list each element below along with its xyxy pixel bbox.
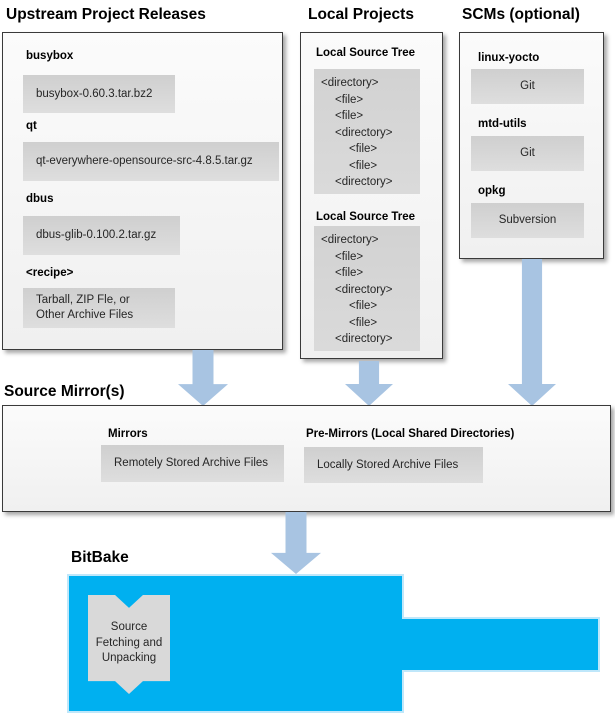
local-source-tree-box-1: <directory> <file> <file> <directory> <f… xyxy=(314,69,420,194)
local-source-tree-box-2: <directory> <file> <file> <directory> <f… xyxy=(314,226,420,351)
dbus-tarball-chip: dbus-glib-0.100.2.tar.gz xyxy=(23,216,180,255)
tree-line: <file> xyxy=(335,93,364,106)
pre-mirrors-label: Pre-Mirrors (Local Shared Directories) xyxy=(306,428,515,440)
mirrors-to-bitbake-arrow-icon xyxy=(271,512,321,574)
recipe-archive-chip: Tarball, ZIP Fle, or Other Archive Files xyxy=(23,288,175,328)
tree-line: <directory> xyxy=(335,283,393,296)
source-fetching-banner: Source Fetching and Unpacking xyxy=(88,595,170,694)
tree-line: <directory> xyxy=(335,176,393,188)
local-source-tree-label-1: Local Source Tree xyxy=(316,47,416,59)
qt-tarball-chip: qt-everywhere-opensource-src-4.8.5.tar.g… xyxy=(23,142,279,181)
busybox-tarball-chip: busybox-0.60.3.tar.bz2 xyxy=(23,75,175,113)
mtd-utils-label: mtd-utils xyxy=(478,118,527,130)
local-to-mirrors-arrow-icon xyxy=(345,361,393,406)
recipe-label: <recipe> xyxy=(26,267,74,279)
scms-to-mirrors-arrow-icon xyxy=(508,259,556,406)
dbus-label: dbus xyxy=(26,193,54,205)
scms-panel: linux-yocto Git mtd-utils Git opkg Subve… xyxy=(459,32,604,259)
bitbake-heading: BitBake xyxy=(71,549,129,566)
linux-yocto-label: linux-yocto xyxy=(478,52,540,64)
source-mirrors-heading: Source Mirror(s) xyxy=(4,383,125,400)
qt-label: qt xyxy=(26,120,37,132)
tree-line: <file> xyxy=(349,159,378,172)
tree-line: <file> xyxy=(349,316,378,329)
mirrors-chip: Remotely Stored Archive Files xyxy=(101,445,284,482)
bitbake-blue-block xyxy=(67,574,600,713)
tree-line: <file> xyxy=(349,143,378,155)
upstream-to-mirrors-arrow-icon xyxy=(178,350,228,406)
pre-mirrors-chip: Locally Stored Archive Files xyxy=(304,447,483,483)
linux-yocto-scm-chip: Git xyxy=(471,69,584,104)
bitbake-process-shape xyxy=(67,574,600,713)
upstream-releases-heading: Upstream Project Releases xyxy=(6,6,206,23)
tree-line: <file> xyxy=(335,267,364,279)
opkg-label: opkg xyxy=(478,185,506,197)
tree-line: <directory> xyxy=(321,77,379,89)
tree-line: <file> xyxy=(335,250,364,263)
scms-heading: SCMs (optional) xyxy=(462,6,580,23)
local-source-tree-label-2: Local Source Tree xyxy=(316,211,416,223)
tree-line: <directory> xyxy=(335,333,393,345)
tree-line: <directory> xyxy=(321,234,379,246)
upstream-releases-panel: busybox busybox-0.60.3.tar.bz2 qt qt-eve… xyxy=(2,32,283,350)
mirrors-label: Mirrors xyxy=(108,428,148,440)
busybox-label: busybox xyxy=(26,50,74,62)
local-projects-panel: Local Source Tree <directory> <file> <fi… xyxy=(300,32,443,359)
local-projects-heading: Local Projects xyxy=(308,6,414,23)
tree-line: <file> xyxy=(335,110,364,122)
tree-line: <file> xyxy=(349,300,378,312)
opkg-scm-chip: Subversion xyxy=(471,203,584,238)
mtd-utils-scm-chip: Git xyxy=(471,136,584,171)
source-mirrors-panel: Mirrors Remotely Stored Archive Files Pr… xyxy=(2,405,611,512)
tree-line: <directory> xyxy=(335,126,393,139)
